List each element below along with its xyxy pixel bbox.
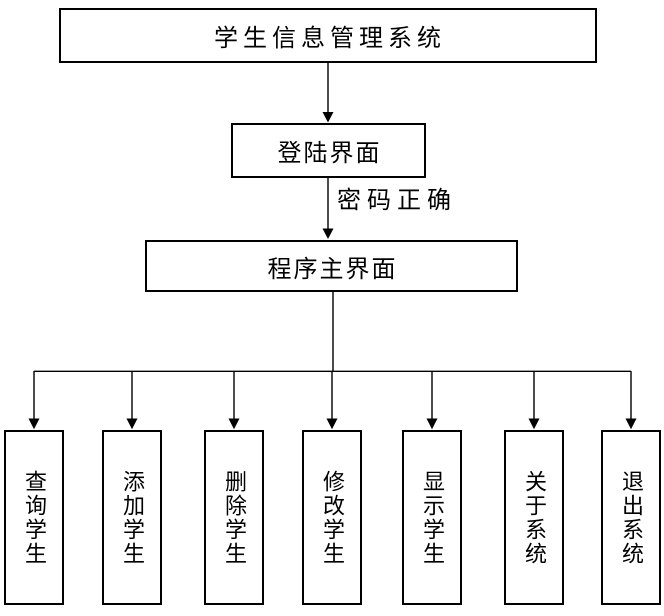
node-about-system: 关于系统 [504, 430, 564, 605]
node-exit-system: 退出系统 [601, 430, 661, 605]
node-query-student: 查询学生 [4, 430, 64, 605]
node-show-student: 显示学生 [402, 430, 462, 605]
node-main-screen: 程序主界面 [145, 240, 518, 292]
edge-label-password-correct: 密码正确 [337, 187, 457, 214]
node-delete-student: 删除学生 [204, 430, 264, 605]
node-login-screen: 登陆界面 [231, 123, 426, 178]
node-modify-student: 修改学生 [302, 430, 362, 605]
node-student-info-system: 学生信息管理系统 [59, 8, 597, 63]
node-add-student: 添加学生 [102, 430, 162, 605]
